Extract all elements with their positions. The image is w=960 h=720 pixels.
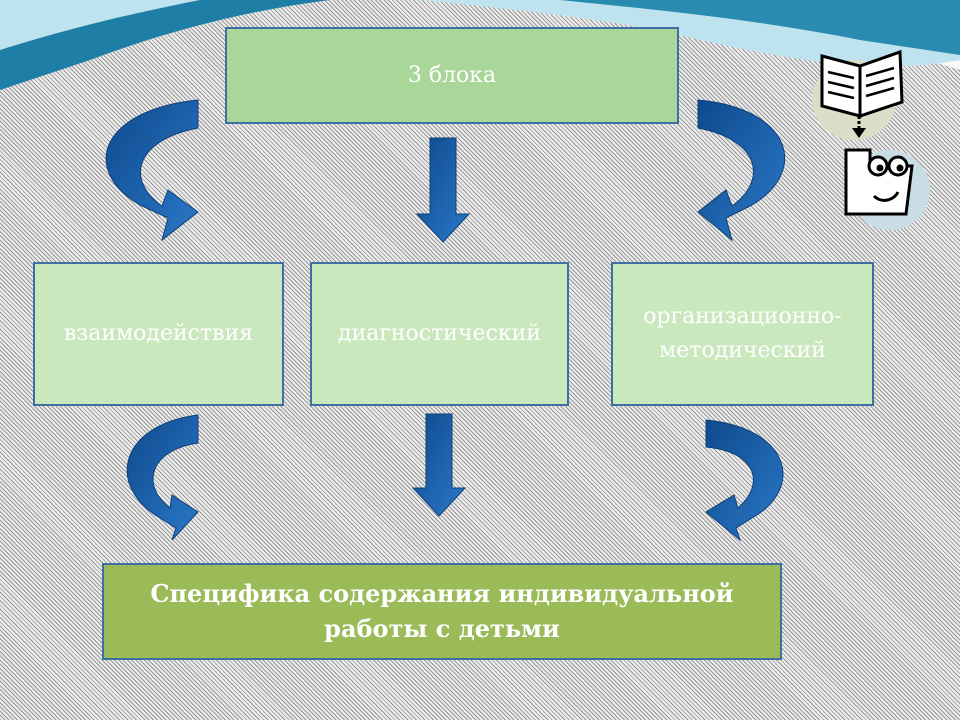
- block-methodical: организационно-методический: [611, 262, 874, 406]
- down-arrow-bottom-center: [411, 413, 467, 517]
- top-wave-decoration: [0, 0, 960, 90]
- book-icon: [812, 49, 904, 140]
- down-arrow-top-center: [415, 137, 471, 243]
- block-diagnostic: диагностический: [310, 262, 569, 406]
- curved-arrow-top-left: [105, 99, 199, 242]
- result-block: Специфика содержания индивидуальной рабо…: [102, 563, 782, 660]
- curved-arrow-bottom-right: [705, 419, 784, 542]
- top-block-label: 3 блока: [407, 63, 497, 88]
- top-block: 3 блока: [225, 27, 679, 124]
- curved-arrow-top-right: [697, 99, 786, 242]
- result-block-label: Специфика содержания индивидуальной рабо…: [150, 578, 734, 643]
- block-methodical-label: организационно-методический: [643, 303, 842, 363]
- book-reader-decoration: [812, 49, 930, 230]
- block-diagnostic-label: диагностический: [338, 320, 541, 346]
- block-interaction: взаимодействия: [33, 262, 284, 406]
- block-interaction-label: взаимодействия: [63, 320, 254, 346]
- curved-arrow-bottom-left: [126, 414, 199, 541]
- reader-face-icon: [844, 148, 930, 230]
